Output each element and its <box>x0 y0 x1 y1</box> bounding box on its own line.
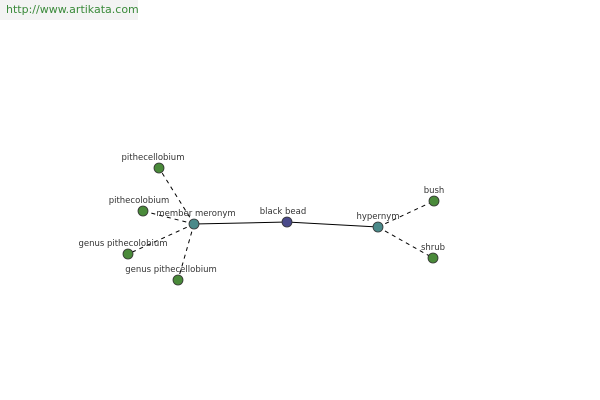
node-leaf-genus-pithecellobium[interactable] <box>172 274 184 286</box>
edge-leaf-shrub <box>377 226 434 259</box>
node-center[interactable] <box>281 216 293 228</box>
node-leaf-shrub[interactable] <box>427 252 439 264</box>
edge-center-rel-member-meronym <box>193 221 288 225</box>
label-leaf-pithecolobium[interactable]: pithecolobium <box>109 196 170 206</box>
label-leaf-shrub[interactable]: shrub <box>421 243 445 253</box>
edges-layer <box>127 167 435 281</box>
node-leaf-genus-pithecolobium[interactable] <box>122 248 134 260</box>
label-center[interactable]: black bead <box>260 207 307 217</box>
node-rel-member-meronym[interactable] <box>188 218 200 230</box>
nodes-layer <box>122 162 440 286</box>
edge-leaf-pithecellobium <box>158 167 195 225</box>
label-rel-hypernym[interactable]: hypernym <box>356 212 399 222</box>
node-leaf-pithecolobium[interactable] <box>137 205 149 217</box>
label-leaf-genus-pithecellobium[interactable]: genus pithecellobium <box>125 265 217 275</box>
node-rel-hypernym[interactable] <box>372 221 384 233</box>
label-leaf-bush[interactable]: bush <box>424 186 445 196</box>
edge-leaf-bush <box>377 200 435 228</box>
label-leaf-genus-pithecolobium[interactable]: genus pithecolobium <box>78 239 167 249</box>
edge-center-rel-hypernym <box>286 221 379 228</box>
node-leaf-pithecellobium[interactable] <box>153 162 165 174</box>
label-rel-member-meronym[interactable]: member meronym <box>156 209 235 219</box>
node-leaf-bush[interactable] <box>428 195 440 207</box>
label-leaf-pithecellobium[interactable]: pithecellobium <box>122 153 185 163</box>
site-url-link[interactable]: http://www.artikata.com <box>0 0 139 20</box>
labels-layer: pithecellobium pithecolobium genus pitheco… <box>78 153 445 275</box>
edge-leaf-genus-pithecellobium <box>177 223 195 281</box>
edge-leaf-pithecolobium <box>142 210 195 225</box>
